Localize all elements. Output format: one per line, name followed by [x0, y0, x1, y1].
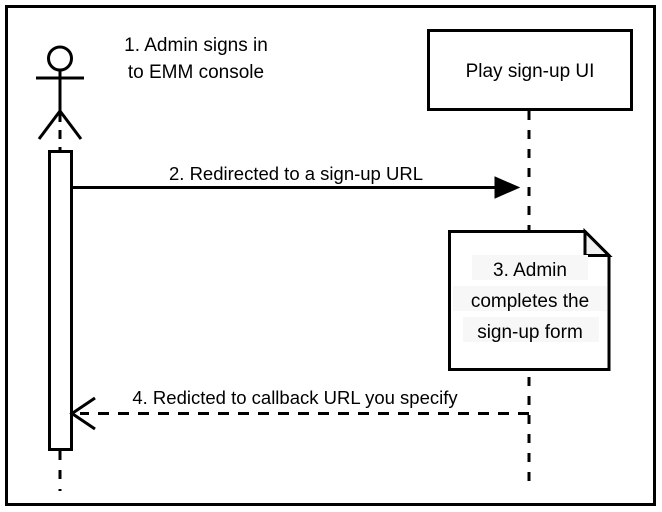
step-2-message[interactable]: 2. Redirected to a sign-up URL [72, 163, 521, 199]
note-line-1: 3. Admin [493, 260, 567, 281]
step-2-arrowhead-icon [494, 176, 521, 199]
actor-leg-right-icon [58, 110, 83, 140]
note-fold-icon [583, 227, 613, 257]
participant-box-play-ui[interactable] [427, 29, 633, 111]
step-1-line-1: 1. Admin signs in [124, 35, 268, 56]
step-4-message[interactable]: 4. Redicted to callback URL you specify [69, 387, 529, 431]
note-text-highlight-2 [453, 286, 607, 311]
step-2-label: 2. Redirected to a sign-up URL [169, 163, 423, 184]
actor-leg-left-icon [37, 110, 62, 140]
step-3-note[interactable]: 3. Admin completes the sign-up form [448, 227, 613, 371]
note-text-highlight-1 [472, 255, 588, 280]
participant-play-ui[interactable]: Play sign-up UI [427, 29, 633, 492]
note-text-highlight-3 [463, 317, 599, 342]
note-line-2: completes the [471, 291, 589, 312]
participant-admin[interactable] [36, 45, 84, 491]
step-4-label: 4. Redicted to callback URL you specify [132, 387, 458, 408]
participant-label-play-ui: Play sign-up UI [466, 61, 595, 82]
step-1-line-2: to EMM console [128, 62, 264, 83]
actor-head-icon [47, 45, 73, 72]
step-4-arrowhead-icon [69, 396, 96, 431]
step-1-annotation: 1. Admin signs in to EMM console [124, 35, 268, 83]
activation-bar-admin [48, 150, 73, 451]
note-line-3: sign-up form [477, 322, 583, 343]
